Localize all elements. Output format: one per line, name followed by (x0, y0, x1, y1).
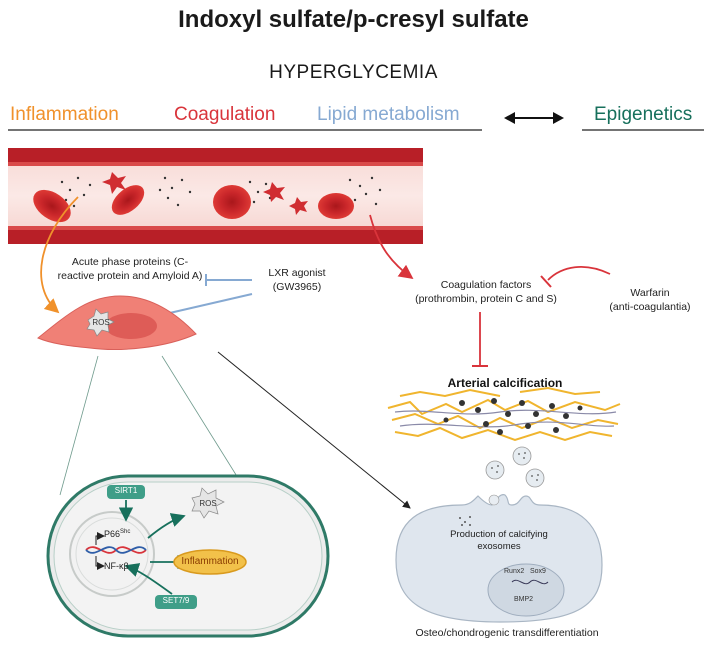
calcifying-exosomes (485, 446, 545, 488)
lxr-agonist-label: LXR agonist (268, 267, 326, 279)
detail-ros-label: ROS (199, 499, 217, 508)
acute-phase-label: Acute phase proteins (C-reactive protein… (57, 256, 203, 282)
sirt1-box (107, 485, 145, 499)
sirt1-label: SIRT1 (114, 486, 138, 495)
coagulation-arrow (369, 214, 414, 280)
intracellular-vesicle-dots (459, 516, 471, 526)
p66-to-ros-arrow (147, 513, 186, 539)
subtitle: HYPERGLYCEMIA (269, 62, 438, 83)
warfarin-inhibition-bar (540, 275, 552, 288)
warfarin-inhibition (547, 266, 611, 281)
zoom-line-right (161, 355, 239, 479)
exosome-production-label: Production of calcifying exosomes (450, 529, 548, 552)
transdifferentiation-arrow (217, 351, 411, 509)
page-title: Indoxyl sulfate/p-cresyl sulfate (178, 6, 529, 33)
category-inflammation: Inflammation (10, 104, 119, 125)
coagulation-factors-label: Coagulation factors (440, 279, 532, 291)
osteo-transdifferentiation-label: Osteo/chondrogenic transdifferentiation (415, 627, 599, 639)
category-lipid-metabolism: Lipid metabolism (317, 104, 460, 125)
detail-nucleus (69, 511, 155, 597)
inflammation-arrow (40, 196, 79, 314)
set79-label: SET7/9 (162, 596, 190, 605)
category-coagulation: Coagulation (174, 104, 276, 125)
nfkb-promoter-arrow (95, 556, 105, 570)
coagulation-factors-detail: (prothrombin, protein C and S) (415, 293, 557, 305)
uremic-toxin-dots (60, 176, 382, 208)
ros-burst-icon (86, 308, 115, 337)
set79-arrow (124, 563, 173, 595)
elastic-fibers (387, 386, 621, 442)
budding-exosome (488, 494, 500, 506)
inflammation-oval-label: Inflammation (181, 556, 239, 567)
calcium-deposits (443, 398, 583, 435)
cell-nucleus (105, 313, 157, 339)
warfarin-detail: (anti-coagulantia) (609, 301, 691, 313)
p66-promoter-arrow (95, 532, 105, 545)
sox9-label: Sox9 (530, 568, 546, 575)
bmp2-label: BMP2 (514, 596, 534, 603)
warfarin-label: Warfarin (630, 287, 670, 299)
platelets (102, 172, 308, 215)
vsmc-nucleus (487, 563, 565, 617)
p66-label: P66Shc (104, 529, 131, 539)
detail-ros-burst-icon (191, 487, 225, 519)
category-epigenetics: Epigenetics (594, 104, 693, 125)
dna-helix-icon (85, 546, 147, 554)
inflammation-oval (173, 549, 247, 575)
collagen-fibers (394, 409, 617, 428)
cell-ros-label: ROS (92, 318, 110, 327)
arterial-calcification-label: Arterial calcification (447, 376, 563, 390)
red-blood-cells (33, 185, 354, 223)
double-arrow (504, 112, 564, 124)
runx2-label: Runx2 (504, 568, 525, 575)
lxr-compound-label: (GW3965) (272, 281, 322, 293)
zoom-line-left (59, 355, 99, 496)
set79-box (155, 595, 197, 609)
vsmc-dna-icon (511, 579, 549, 585)
nfkb-label: NF-κβ (104, 561, 129, 571)
